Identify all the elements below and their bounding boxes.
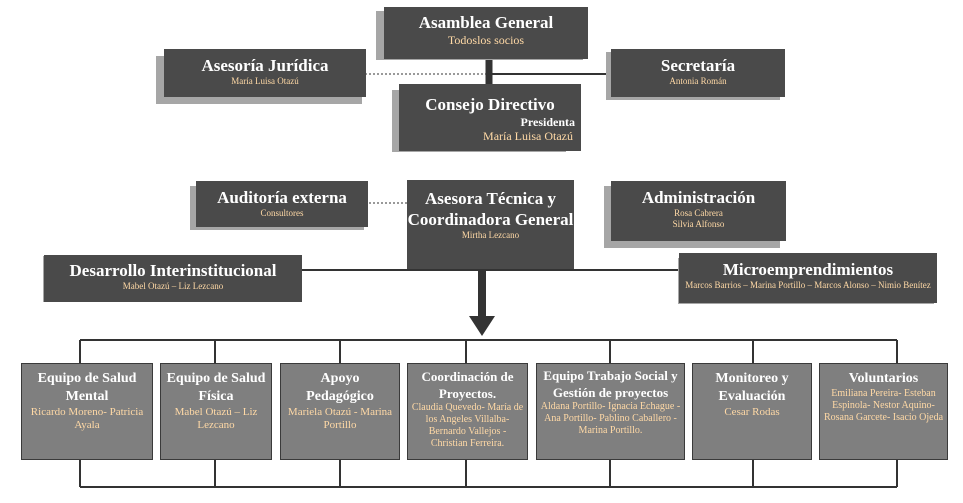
node-members: María Luisa Otazú <box>231 76 299 86</box>
node-title: Asesoría Jurídica <box>201 56 329 75</box>
node-title: Voluntarios <box>848 371 919 386</box>
node-members: Emiliana Pereira- Esteban Espinola- Nest… <box>823 388 944 423</box>
node-voluntarios: Voluntarios Emiliana Pereira- Esteban Es… <box>819 363 948 460</box>
node-members: Consultores <box>260 208 304 218</box>
node-members: Mirtha Lezcano <box>461 230 520 240</box>
node-members: Marcos Barrios – Marina Portillo – Marco… <box>685 280 931 290</box>
node-title: Desarrollo Interinstitucional <box>69 261 277 280</box>
node-members: Cesar Rodas <box>724 406 780 418</box>
node-title: Equipo de Salud Física <box>166 371 266 404</box>
node-administracion: Administración Rosa Cabrera Silvia Alfon… <box>611 181 786 241</box>
node-microemprendimientos: Microemprendimientos Marcos Barrios – Ma… <box>679 253 937 303</box>
node-title: Apoyo Pedagógico <box>306 371 374 404</box>
node-members: Aldana Portillo- Ignacia Echague - Ana P… <box>540 401 681 436</box>
node-trabajo-social: Equipo Trabajo Social y Gestión de proye… <box>536 363 685 460</box>
node-title: Asesora Técnica y Coordinadora General <box>407 189 574 229</box>
node-title: Microemprendimientos <box>722 260 894 279</box>
node-monitoreo: Monitoreo y Evaluación Cesar Rodas <box>692 363 812 460</box>
node-title: Auditoría externa <box>217 188 347 207</box>
node-coordinacion-proyectos: Coordinación de Proyectos. Claudia Queve… <box>407 363 528 460</box>
node-members: Antonia Román <box>669 76 727 86</box>
node-members: Ricardo Moreno- Patricia Ayala <box>30 406 144 431</box>
node-members: María Luisa Otazú <box>483 129 573 143</box>
node-apoyo-pedagogico: Apoyo Pedagógico Mariela Otazú - Marina … <box>280 363 400 460</box>
node-auditoria-externa: Auditoría externa Consultores <box>196 181 368 227</box>
node-asesora-tecnica: Asesora Técnica y Coordinadora General M… <box>407 180 574 269</box>
node-asesoria-juridica: Asesoría Jurídica María Luisa Otazú <box>164 49 366 97</box>
node-desarrollo-interinstitucional: Desarrollo Interinstitucional Mabel Otaz… <box>44 255 302 302</box>
node-role: Presidenta <box>520 115 575 129</box>
node-title: Consejo Directivo <box>425 95 555 114</box>
node-title: Administración <box>641 188 756 207</box>
node-members: Claudia Quevedo- María de los Angeles Vi… <box>411 402 524 449</box>
node-members: Todoslos socios <box>447 33 525 47</box>
node-consejo-directivo: Consejo Directivo Presidenta María Luisa… <box>399 84 581 151</box>
node-members: Rosa Cabrera Silvia Alfonso <box>672 208 725 229</box>
node-salud-mental: Equipo de Salud Mental Ricardo Moreno- P… <box>21 363 153 460</box>
node-title: Monitoreo y Evaluación <box>715 371 789 404</box>
node-salud-fisica: Equipo de Salud Física Mabel Otazú – Liz… <box>160 363 272 460</box>
node-members: Mabel Otazú – Liz Lezcano <box>174 406 258 431</box>
node-title: Equipo Trabajo Social y Gestión de proye… <box>543 368 678 400</box>
node-secretaria: Secretaría Antonia Román <box>611 49 785 97</box>
node-title: Asamblea General <box>418 13 554 32</box>
node-members: Mabel Otazú – Liz Lezcano <box>122 281 224 291</box>
node-title: Equipo de Salud Mental <box>37 371 137 404</box>
node-members: Mariela Otazú - Marina Portillo <box>287 406 393 431</box>
node-asamblea-general: Asamblea General Todoslos socios <box>384 7 588 59</box>
node-title: Secretaría <box>660 56 736 75</box>
node-title: Coordinación de Proyectos. <box>421 369 514 401</box>
